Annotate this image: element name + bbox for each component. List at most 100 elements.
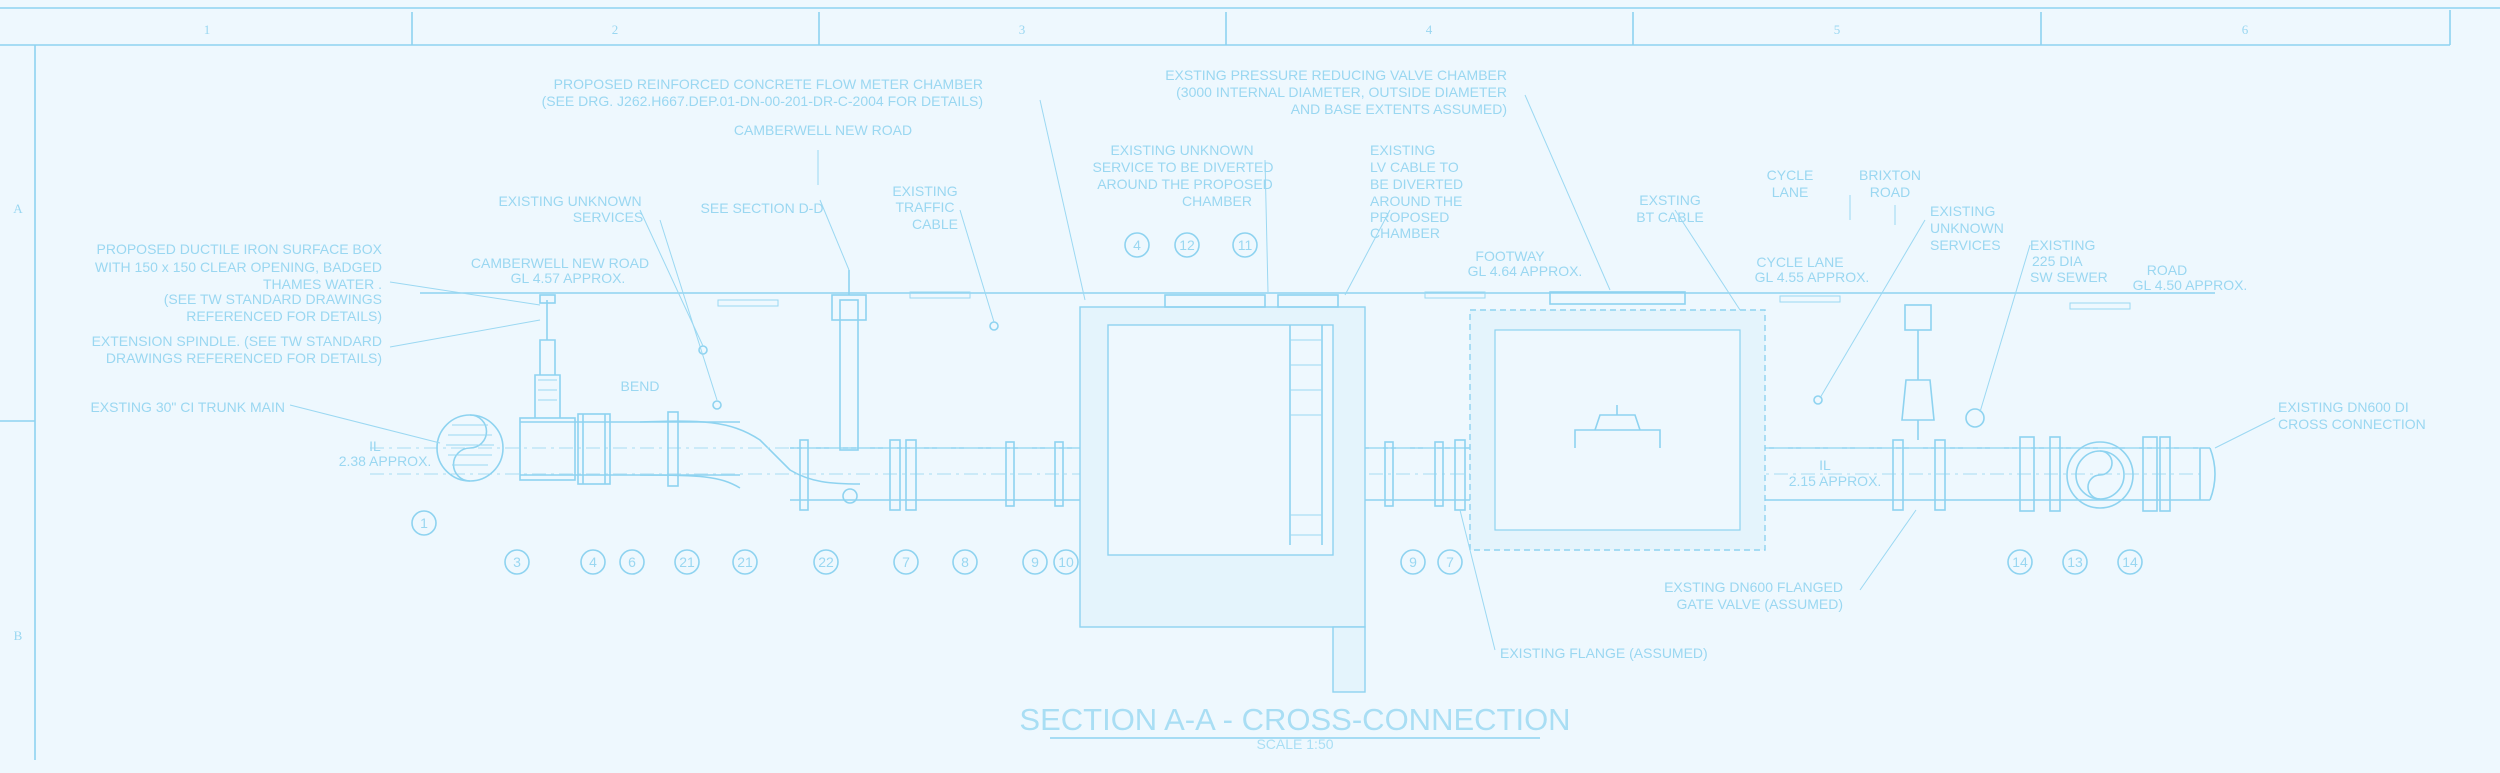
- leader-lines: [289, 94, 2276, 651]
- surface-box-label-2: WITH 150 x 150 CLEAR OPENING, BADGED: [95, 259, 382, 275]
- il-right-label-1: IL: [1819, 457, 1831, 473]
- sw-sewer-label-1: EXISTING: [2030, 237, 2095, 253]
- lv-cable-label-1: EXISTING: [1370, 142, 1435, 158]
- bt-cable-label-1: EXSTING: [1639, 192, 1700, 208]
- surface-box-label-3: THAMES WATER .: [263, 276, 382, 292]
- gl-camberwell-label-1: CAMBERWELL NEW ROAD: [471, 255, 649, 271]
- unknown-services-2-label-2: UNKNOWN: [1930, 220, 2004, 236]
- bubble-14a: 14: [2012, 554, 2028, 570]
- bubble-13: 13: [2067, 554, 2083, 570]
- bubble-12: 12: [1179, 237, 1195, 253]
- surface-box-label-5: REFERENCED FOR DETAILS): [186, 308, 382, 324]
- spindle-label-2: DRAWINGS REFERENCED FOR DETAILS): [106, 350, 382, 366]
- bubble-6: 6: [628, 554, 636, 570]
- unknown-services-2-label-1: EXISTING: [1930, 203, 1995, 219]
- unknown-service-marker-2: [712, 400, 722, 410]
- unknown-services-2-label-3: SERVICES: [1930, 237, 2001, 253]
- grid-col-2: 2: [612, 22, 619, 37]
- item-22-marker: [842, 488, 858, 504]
- section-title: SECTION A-A - CROSS-CONNECTION: [1019, 702, 1570, 737]
- grid-row-a: A: [13, 201, 23, 216]
- bubble-9b: 9: [1409, 554, 1417, 570]
- brixton-road-label-2: ROAD: [1870, 184, 1910, 200]
- prv-chamber-label-2: (3000 INTERNAL DIAMETER, OUTSIDE DIAMETE…: [1176, 84, 1507, 100]
- sw-sewer-marker: [1965, 408, 1985, 428]
- traffic-cable-label-1: EXISTING: [892, 183, 957, 199]
- right-gate-valve: [1901, 304, 1935, 440]
- bubble-4b: 4: [1133, 237, 1141, 253]
- cross-connection-section: [2066, 441, 2216, 509]
- diverted-service-label-4: CHAMBER: [1182, 193, 1252, 209]
- bubble-14b: 14: [2122, 554, 2138, 570]
- bubble-11: 11: [1238, 237, 1253, 253]
- bubble-8: 8: [961, 554, 969, 570]
- existing-flange-label: EXISTING FLANGE (ASSUMED): [1500, 645, 1708, 661]
- bubble-21a: 21: [679, 554, 695, 570]
- cycle-lane-gl-label-1: CYCLE LANE: [1756, 254, 1843, 270]
- unknown-services-1-label-2: SERVICES: [573, 209, 644, 225]
- il-right-label-2: 2.15 APPROX.: [1789, 473, 1882, 489]
- camberwell-road-label: CAMBERWELL NEW ROAD: [734, 122, 912, 138]
- unknown-service-marker-3: [1813, 395, 1823, 405]
- bubble-9: 9: [1031, 554, 1039, 570]
- surface-box-label-1: PROPOSED DUCTILE IRON SURFACE BOX: [97, 241, 383, 257]
- cycle-lane-top-label-2: LANE: [1772, 184, 1809, 200]
- see-section-label: SEE SECTION D-D: [701, 200, 824, 216]
- annotations: PROPOSED DUCTILE IRON SURFACE BOX WITH 1…: [90, 67, 2425, 661]
- section-scale: SCALE 1:50: [1256, 736, 1333, 752]
- prv-chamber: [1469, 291, 1766, 551]
- diverted-service-label-3: AROUND THE PROPOSED: [1097, 176, 1273, 192]
- lv-cable-label-6: CHAMBER: [1370, 225, 1440, 241]
- bubble-10: 10: [1058, 554, 1074, 570]
- bubble-7a: 7: [902, 554, 910, 570]
- lv-cable-label-5: PROPOSED: [1370, 209, 1449, 225]
- pipe-flanges: [667, 411, 2171, 515]
- grid-col-1: 1: [204, 22, 211, 37]
- cycle-lane-top-label-1: CYCLE: [1767, 167, 1814, 183]
- flow-meter-label-2: (SEE DRG. J262.H667.DEP.01-DN-00-201-DR-…: [542, 93, 983, 109]
- surface-box-label-4: (SEE TW STANDARD DRAWINGS: [164, 291, 382, 307]
- bt-cable-label-2: BT CABLE: [1636, 209, 1703, 225]
- flow-meter-chamber: [1079, 294, 1366, 693]
- prv-chamber-label-1: EXSTING PRESSURE REDUCING VALVE CHAMBER: [1165, 67, 1507, 83]
- section-dd-post: [831, 270, 867, 451]
- dn600-cross-label-1: EXISTING DN600 DI: [2278, 399, 2409, 415]
- unknown-services-1-label-1: EXISTING UNKNOWN: [498, 193, 641, 209]
- grid-col-3: 3: [1019, 22, 1026, 37]
- grid-col-5: 5: [1834, 22, 1841, 37]
- road-gl-label-2: GL 4.50 APPROX.: [2133, 277, 2248, 293]
- gate-valve-label-2: GATE VALVE (ASSUMED): [1677, 596, 1843, 612]
- grid-row-b: B: [14, 628, 23, 643]
- bubble-7b: 7: [1446, 554, 1454, 570]
- traffic-cable-label-3: CABLE: [912, 216, 958, 232]
- il-left-label-2: 2.38 APPROX.: [339, 453, 432, 469]
- grid-col-6: 6: [2242, 22, 2249, 37]
- ground-level-line: [420, 291, 2215, 310]
- dn600-cross-label-2: CROSS CONNECTION: [2278, 416, 2426, 432]
- item-bubbles: 1 3 4 6 21 21 22 7 8 9 10 4 12 11 9 7 14…: [411, 232, 2143, 575]
- sw-sewer-label-2: 225 DIA: [2032, 253, 2083, 269]
- footway-label-1: FOOTWAY: [1475, 248, 1545, 264]
- left-valve-assembly: [519, 294, 611, 485]
- traffic-cable-label-2: TRAFFIC: [895, 199, 954, 215]
- lv-cable-label-4: AROUND THE: [1370, 193, 1462, 209]
- grid-col-4: 4: [1426, 22, 1433, 37]
- bend-label: BEND: [621, 378, 660, 394]
- trunk-main-section: [436, 414, 504, 482]
- bubble-22: 22: [818, 554, 834, 570]
- diverted-service-label-2: SERVICE TO BE DIVERTED: [1092, 159, 1273, 175]
- footway-label-2: GL 4.64 APPROX.: [1468, 263, 1583, 279]
- prv-chamber-label-3: AND BASE EXTENTS ASSUMED): [1291, 101, 1507, 117]
- il-left-label-1: IL: [369, 438, 381, 454]
- sw-sewer-label-3: SW SEWER: [2030, 269, 2108, 285]
- sheet-frame: [0, 7, 2500, 760]
- brixton-road-label-1: BRIXTON: [1859, 167, 1921, 183]
- gate-valve-label-1: EXSTING DN600 FLANGED: [1664, 579, 1843, 595]
- bubble-1: 1: [420, 515, 428, 531]
- bubble-3: 3: [513, 554, 521, 570]
- road-gl-label-1: ROAD: [2147, 262, 2187, 278]
- lv-cable-label-3: BE DIVERTED: [1370, 176, 1463, 192]
- bubble-4a: 4: [589, 554, 597, 570]
- spindle-label-1: EXTENSION SPINDLE. (SEE TW STANDARD: [92, 333, 382, 349]
